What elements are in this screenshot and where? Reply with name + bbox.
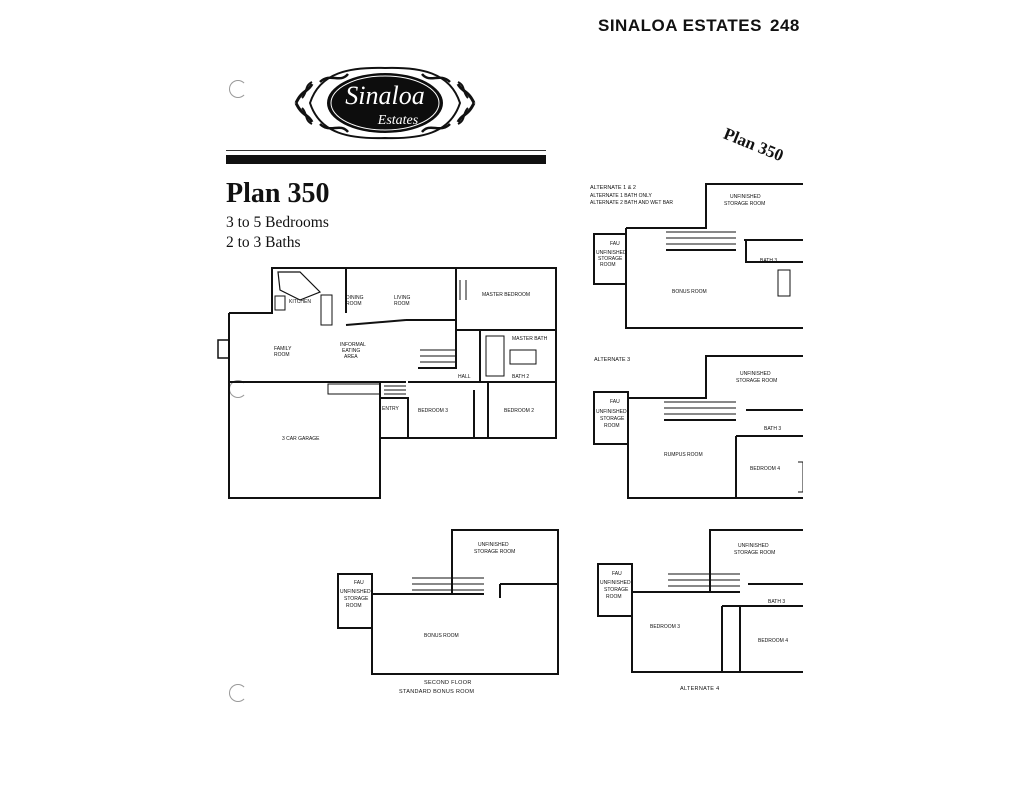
room-dining: DINING — [346, 295, 364, 301]
alt12-label-2: ALTERNATE 1 BATH ONLY — [590, 193, 653, 199]
alt12-storage-left-3: ROOM — [600, 262, 616, 268]
alt3-label: ALTERNATE 3 — [594, 357, 630, 363]
room-bedroom-3: BEDROOM 3 — [418, 408, 448, 414]
room-master-bedroom: MASTER BEDROOM — [482, 292, 530, 298]
alt12-fau: FAU — [610, 241, 620, 247]
room-living-2: ROOM — [394, 301, 410, 307]
title-rule — [226, 150, 546, 151]
room-entry: ENTRY — [382, 406, 400, 412]
alt12-storage-room: STORAGE ROOM — [724, 201, 765, 207]
alt3-bath-3: BATH 3 — [764, 426, 781, 432]
second-fau: FAU — [354, 580, 364, 586]
second-floor-caption: SECOND FLOOR — [424, 680, 472, 686]
first-floor-plan — [217, 267, 557, 499]
alt12-storage-left-2: STORAGE — [598, 256, 623, 262]
alternate-4-plan — [597, 529, 803, 673]
room-family-2: ROOM — [274, 352, 290, 358]
alternate-3-plan — [593, 355, 804, 499]
alt3-storage-left-1: UNFINISHED — [596, 409, 627, 415]
second-storage-left-3: ROOM — [346, 603, 362, 609]
alt3-bedroom-4: BEDROOM 4 — [750, 466, 780, 472]
standard-bonus-caption: STANDARD BONUS ROOM — [399, 689, 475, 695]
page-right-margin — [803, 0, 1024, 785]
room-hall: HALL — [458, 374, 471, 380]
room-master-bath: MASTER BATH — [512, 336, 548, 342]
alt12-label-3: ALTERNATE 2 BATH AND WET BAR — [590, 200, 673, 206]
second-unfinished: UNFINISHED — [478, 542, 509, 548]
room-garage: 3 CAR GARAGE — [282, 436, 320, 442]
room-bedroom-2: BEDROOM 2 — [504, 408, 534, 414]
second-bonus-room: BONUS ROOM — [424, 633, 459, 639]
room-informal: INFORMAL — [340, 342, 366, 348]
room-informal-3: AREA — [344, 354, 358, 360]
room-informal-2: EATING — [342, 348, 360, 354]
second-floor-plan — [337, 529, 559, 675]
alt3-storage-room: STORAGE ROOM — [736, 378, 777, 384]
page-header: SINALOA ESTATES 248 — [598, 16, 800, 36]
room-living: LIVING — [394, 295, 411, 301]
alt3-rumpus-room: RUMPUS ROOM — [664, 452, 703, 458]
page-number: 248 — [769, 16, 800, 35]
alt12-unfinished: UNFINISHED — [730, 194, 761, 200]
title-bar — [226, 155, 546, 164]
punch-hole-icon — [229, 80, 247, 98]
logo-text-sinaloa: Sinaloa — [345, 81, 424, 110]
alt12-bath-3: BATH 3 — [760, 258, 777, 264]
room-bath-2: BATH 2 — [512, 374, 529, 380]
alternate-1-2-plan — [593, 183, 803, 329]
logo-text-estates: Estates — [377, 113, 419, 128]
bedrooms-label: 3 to 5 Bedrooms — [226, 214, 329, 231]
punch-hole-icon — [229, 684, 247, 702]
second-storage-left-2: STORAGE — [344, 596, 369, 602]
second-storage-room: STORAGE ROOM — [474, 549, 515, 555]
alt3-fau: FAU — [610, 399, 620, 405]
alt3-storage-left-2: STORAGE — [600, 416, 625, 422]
second-storage-left-1: UNFINISHED — [340, 589, 371, 595]
header-title: SINALOA ESTATES — [598, 16, 762, 35]
baths-label: 2 to 3 Baths — [226, 234, 301, 251]
sinaloa-estates-logo: Sinaloa Estates — [294, 66, 476, 140]
alternate-4-caption: ALTERNATE 4 — [680, 686, 720, 692]
room-dining-2: ROOM — [346, 301, 362, 307]
alt12-bonus-room: BONUS ROOM — [672, 289, 707, 295]
alt3-unfinished: UNFINISHED — [740, 371, 771, 377]
room-family: FAMILY — [274, 346, 292, 352]
plan-title: Plan 350 — [226, 178, 330, 209]
alt3-storage-left-3: ROOM — [604, 423, 620, 429]
alt12-label: ALTERNATE 1 & 2 — [590, 185, 636, 191]
room-kitchen: KITCHEN — [289, 299, 311, 305]
alt12-storage-left-1: UNFINISHED — [596, 250, 627, 256]
